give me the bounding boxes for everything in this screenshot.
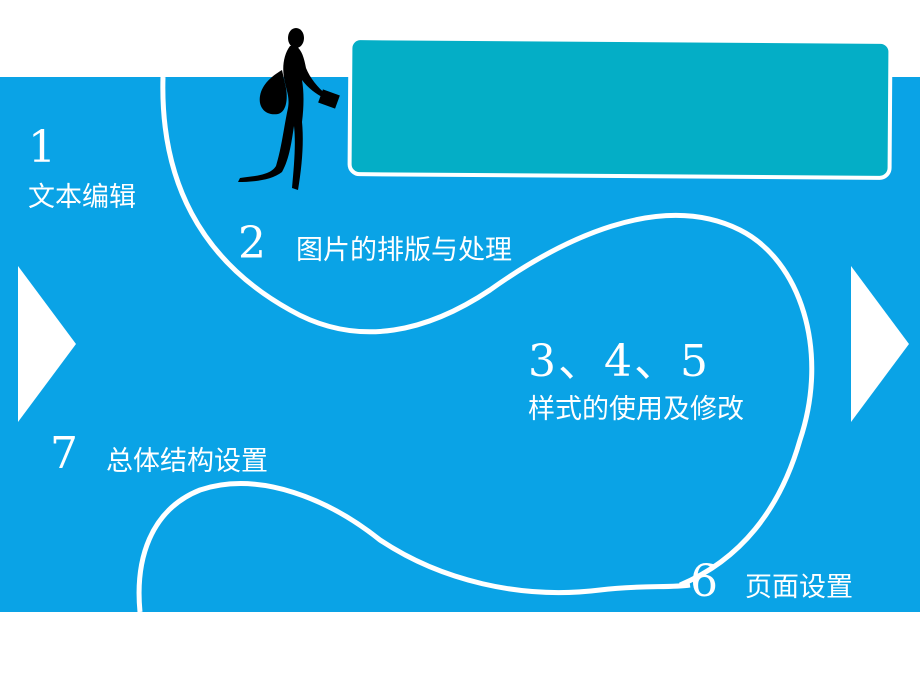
triangle-left-arrow-icon[interactable]	[18, 266, 76, 422]
step-6-label: 页面设置	[745, 572, 853, 603]
step-7-label: 总体结构设置	[106, 446, 268, 477]
triangle-right-arrow-icon[interactable]	[851, 266, 909, 422]
winding-path-line	[160, 76, 815, 588]
title-box	[347, 36, 893, 180]
step-1-label: 文本编辑	[28, 182, 136, 213]
step-3-4-5-label: 样式的使用及修改	[528, 394, 744, 425]
step-3-4-5-number: 3、4、5	[528, 336, 710, 387]
walking-woman-silhouette-icon	[238, 28, 340, 190]
step-7-number: 7	[50, 428, 78, 479]
step-6-number: 6	[690, 556, 718, 607]
step-2-number: 2	[238, 218, 266, 269]
step-2-label: 图片的排版与处理	[296, 235, 512, 266]
winding-path-line-lower	[136, 481, 691, 613]
step-1-number: 1	[28, 122, 56, 173]
